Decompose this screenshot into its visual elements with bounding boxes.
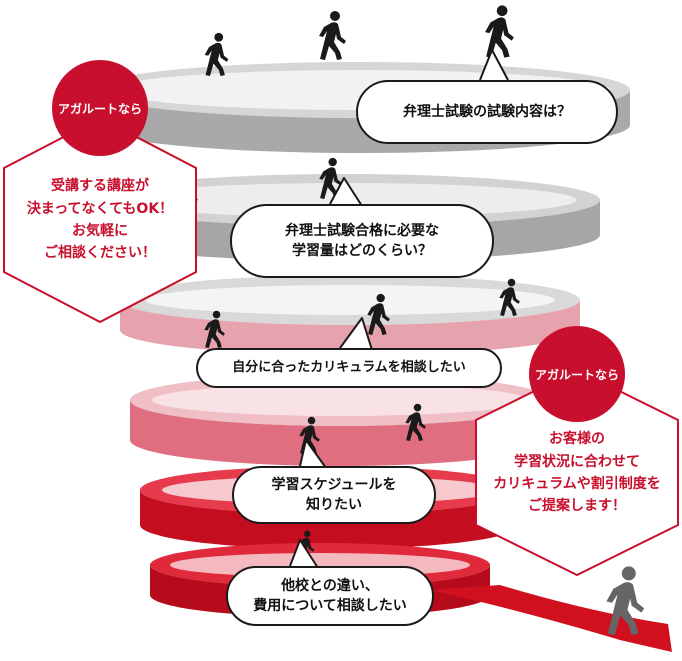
left-hexagon [3,116,197,324]
speech-bubble-schedule: 学習スケジュールを 知りたい [232,466,436,524]
speech-bubble-exam-content: 弁理士試験の試験内容は？ [356,80,618,144]
right-hexagon [475,368,679,577]
right-badge-circle [529,326,625,422]
spiral-ring-mid [120,275,580,355]
left-hexagon-message: 受講する講座が 決まってなくてもOK！ お気軽に ご相談ください！ [26,178,174,262]
right-hexagon-message: お客様の 学習状況に合わせて カリキュラムや割引制度を ご提案します！ [493,431,661,515]
left-badge-circle [52,60,148,156]
right-badge: アガルートなら [534,367,619,382]
bubble-tails [289,49,509,569]
speech-bubble-comparison: 他校との違い、 費用について相談したい [226,566,434,626]
speech-bubble-curriculum: 自分に合ったカリキュラムを相談したい [196,348,502,388]
speech-bubble-study-amount: 弁理士試験合格に必要な 学習量はどのくらい？ [230,204,494,278]
left-badge: アガルートなら [57,101,142,116]
